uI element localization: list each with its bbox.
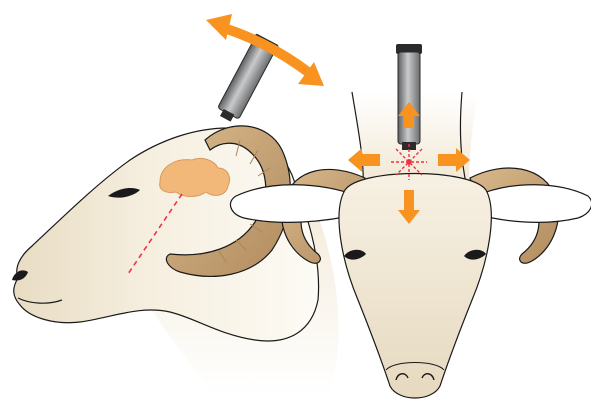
front-bolt-gun [396,44,422,150]
crosshair-starburst-icon [391,144,427,180]
side-view-sheep-head [12,126,339,395]
front-face [339,174,491,399]
curved-double-arrow-icon [206,14,324,86]
front-ear-right [476,185,591,223]
